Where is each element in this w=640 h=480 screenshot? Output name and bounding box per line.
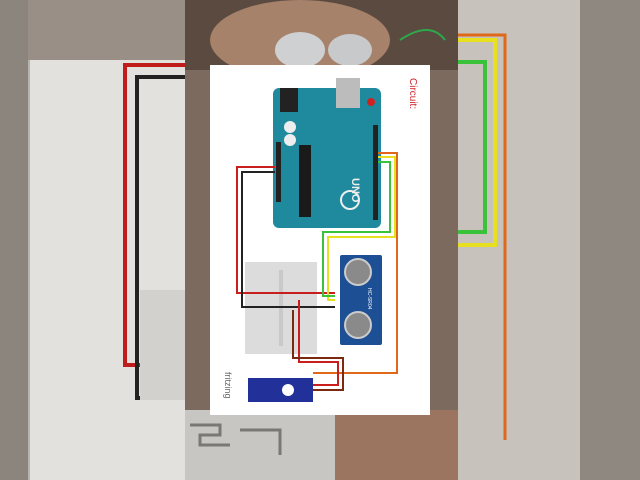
board-label: UNO: [349, 178, 361, 203]
diagram-title: Circuit:: [407, 78, 418, 109]
hc-sr04-sensor: HC-SR04: [340, 255, 382, 345]
circuit-diagram: UNO HC-SR04 Circuit: fr: [210, 65, 430, 415]
servo-motor: [248, 378, 313, 402]
arduino-uno-board: UNO: [273, 78, 381, 228]
wires: [236, 152, 398, 391]
fritzing-watermark: fritzing: [223, 372, 233, 399]
sensor-label: HC-SR04: [366, 288, 372, 310]
